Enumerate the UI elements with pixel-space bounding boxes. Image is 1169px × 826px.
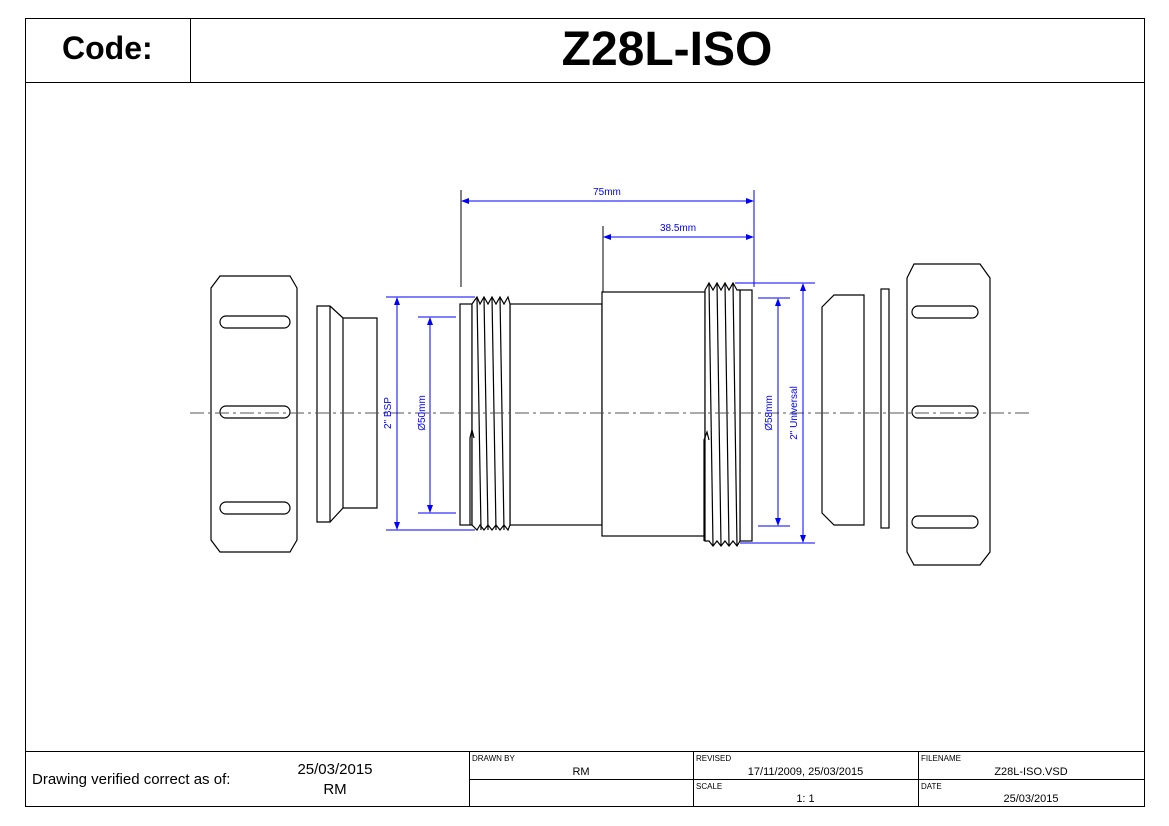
dim-38-5mm: 38.5mm — [660, 223, 696, 234]
right-thread — [704, 281, 741, 548]
dim-58mm: Ø58mm — [764, 395, 775, 431]
page-title: Z28L-ISO — [561, 23, 773, 76]
flat-washer — [880, 288, 890, 529]
scale: 1: 1 — [796, 793, 815, 805]
date-label: DATE — [921, 782, 942, 791]
dim-50mm: Ø50mm — [417, 395, 428, 431]
date: 25/03/2015 — [1003, 793, 1059, 805]
sheet-border — [25, 18, 1145, 807]
dim-75mm: 75mm — [593, 187, 621, 198]
filename: Z28L-ISO.VSD — [994, 766, 1068, 778]
code-label: Code: — [62, 30, 153, 66]
part-drawing — [210, 263, 991, 566]
right-washer — [821, 294, 865, 526]
dim-bsp: 2" BSP — [383, 397, 394, 429]
revised: 17/11/2009, 25/03/2015 — [747, 766, 864, 778]
drawn-by-label: DRAWN BY — [472, 754, 515, 763]
revised-label: REVISED — [696, 754, 732, 763]
left-collar — [316, 305, 378, 523]
verified-date: 25/03/2015 — [297, 761, 373, 778]
dimension-labels: 75mm 38.5mm 2" BSP Ø50mm Ø58mm 2" Univer… — [383, 187, 800, 440]
verified-label: Drawing verified correct as of: — [32, 771, 231, 788]
dimension-lines — [386, 190, 815, 544]
verified-by: RM — [323, 781, 347, 798]
filename-label: FILENAME — [921, 754, 962, 763]
scale-label: SCALE — [696, 782, 723, 791]
body — [601, 291, 706, 537]
dim-universal: 2" Universal — [789, 386, 800, 440]
drawn-by: RM — [572, 766, 590, 778]
